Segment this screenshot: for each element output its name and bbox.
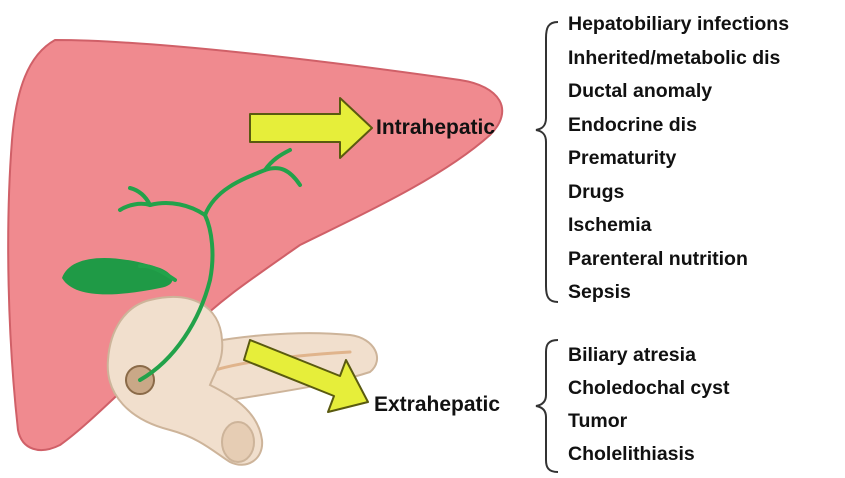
intrahepatic-label: Intrahepatic	[376, 116, 495, 140]
intrahepatic-brace	[536, 22, 558, 302]
list-item: Cholelithiasis	[568, 438, 729, 471]
list-item: Hepatobiliary infections	[568, 8, 789, 42]
list-item: Endocrine dis	[568, 109, 789, 143]
list-item: Sepsis	[568, 276, 789, 310]
intrahepatic-causes-list: Hepatobiliary infections Inherited/metab…	[568, 8, 789, 310]
list-item: Prematurity	[568, 142, 789, 176]
list-item: Inherited/metabolic dis	[568, 42, 789, 76]
list-item: Choledochal cyst	[568, 372, 729, 405]
duodenum-lumen	[222, 422, 254, 462]
list-item: Biliary atresia	[568, 339, 729, 372]
list-item: Parenteral nutrition	[568, 243, 789, 277]
list-item: Ductal anomaly	[568, 75, 789, 109]
list-item: Ischemia	[568, 209, 789, 243]
list-item: Tumor	[568, 405, 729, 438]
extrahepatic-brace	[536, 340, 558, 472]
list-item: Drugs	[568, 176, 789, 210]
extrahepatic-causes-list: Biliary atresia Choledochal cyst Tumor C…	[568, 339, 729, 471]
extrahepatic-label: Extrahepatic	[374, 393, 500, 417]
